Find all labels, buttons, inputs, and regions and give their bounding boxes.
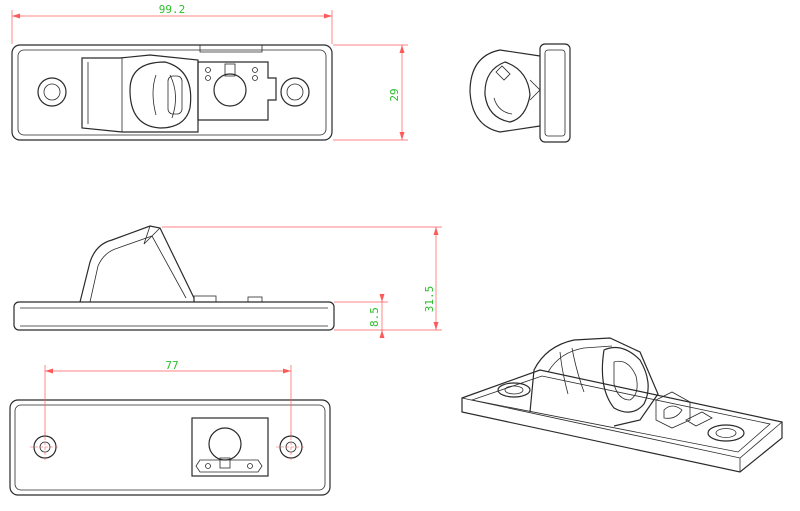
iso-plate-outline xyxy=(461,369,783,473)
dim-top-width-arrow-right xyxy=(324,13,332,19)
dim-hole-spacing-label: 77 xyxy=(165,359,178,372)
iso-bracket-hole xyxy=(663,405,683,419)
end-view-plate-inner xyxy=(544,49,566,137)
end-view-notch xyxy=(495,65,511,81)
top-screw-2 xyxy=(205,75,211,81)
iso-lens-ring xyxy=(601,347,649,413)
isometric-view xyxy=(461,337,783,473)
bottom-wire-hole xyxy=(208,427,242,461)
top-wire-tab xyxy=(224,63,236,77)
end-view-camera-body xyxy=(469,49,541,133)
dim-hole-spacing-arrow-right xyxy=(283,368,291,374)
iso-right-hole-inner xyxy=(715,428,737,438)
top-lens-opening xyxy=(167,75,183,115)
top-bracket xyxy=(197,61,277,121)
dim-side-total-arrow-top xyxy=(433,227,439,235)
top-view-plate-outline xyxy=(11,44,333,141)
side-view-arm-inner xyxy=(89,235,187,303)
dim-side-total-label: 31.5 xyxy=(423,286,436,313)
side-view-camera-arm xyxy=(79,225,195,303)
iso-right-hole xyxy=(707,424,745,442)
top-bracket-rim xyxy=(199,45,263,53)
top-right-hole-inner xyxy=(286,83,304,101)
dim-top-width-label: 99.2 xyxy=(159,3,186,16)
bottom-retainer-screw-left xyxy=(205,463,211,469)
dim-top-width-arrow-left xyxy=(12,13,20,19)
iso-plate-rim xyxy=(470,375,771,453)
side-view-clip-1 xyxy=(193,295,217,303)
end-view-plate xyxy=(539,43,571,143)
bottom-retainer-bar xyxy=(195,459,263,473)
top-screw-3 xyxy=(252,67,258,73)
iso-lens-opening xyxy=(613,360,638,401)
top-view-plate-inner xyxy=(17,49,327,136)
top-left-hole-inner xyxy=(43,83,61,101)
top-lens-contours xyxy=(152,74,176,119)
side-view: 31.5 8.5 xyxy=(13,225,442,338)
top-view: 99.2 29 xyxy=(11,3,408,141)
iso-camera-top-edge xyxy=(547,345,613,373)
end-view-lens-ring xyxy=(484,61,531,123)
bottom-view-plate-outline xyxy=(9,399,331,496)
dim-side-total-arrow-bottom xyxy=(433,322,439,330)
iso-bracket xyxy=(655,391,691,429)
iso-retainer xyxy=(685,411,713,427)
dim-hole-spacing-arrow-left xyxy=(45,368,53,374)
end-view-wedge xyxy=(529,79,541,101)
side-view-base xyxy=(13,301,335,331)
bottom-view: 77 xyxy=(9,359,331,496)
top-lens-barrel xyxy=(129,61,192,129)
dim-side-base-label: 8.5 xyxy=(368,307,381,327)
bottom-recess xyxy=(191,417,269,477)
top-wire-hole xyxy=(213,73,247,107)
top-housing-edges xyxy=(87,58,123,132)
iso-left-hole-inner xyxy=(504,385,524,395)
dim-top-height-label: 29 xyxy=(388,88,401,101)
end-view xyxy=(469,43,571,143)
top-left-hole-outer xyxy=(37,77,67,107)
top-right-hole-outer xyxy=(280,77,310,107)
iso-camera-body xyxy=(529,337,659,427)
dim-top-height-arrow-bottom xyxy=(399,132,405,140)
top-screw-4 xyxy=(252,75,258,81)
iso-left-hole xyxy=(497,382,531,398)
iso-plate-edges xyxy=(461,397,783,472)
dim-side-base-arrow-bottom xyxy=(379,330,385,338)
top-screw-1 xyxy=(205,67,211,73)
side-view-clip-2 xyxy=(247,296,263,303)
bottom-retainer-tab xyxy=(219,457,231,469)
end-view-lens-inner xyxy=(493,97,513,115)
bottom-view-plate-inner xyxy=(14,404,326,491)
dim-top-height-arrow-top xyxy=(399,45,405,53)
side-view-lens-face xyxy=(143,225,161,245)
bottom-retainer-screw-right xyxy=(247,463,253,469)
dim-side-base-arrow-top xyxy=(379,294,385,302)
iso-camera-contours xyxy=(559,347,585,395)
